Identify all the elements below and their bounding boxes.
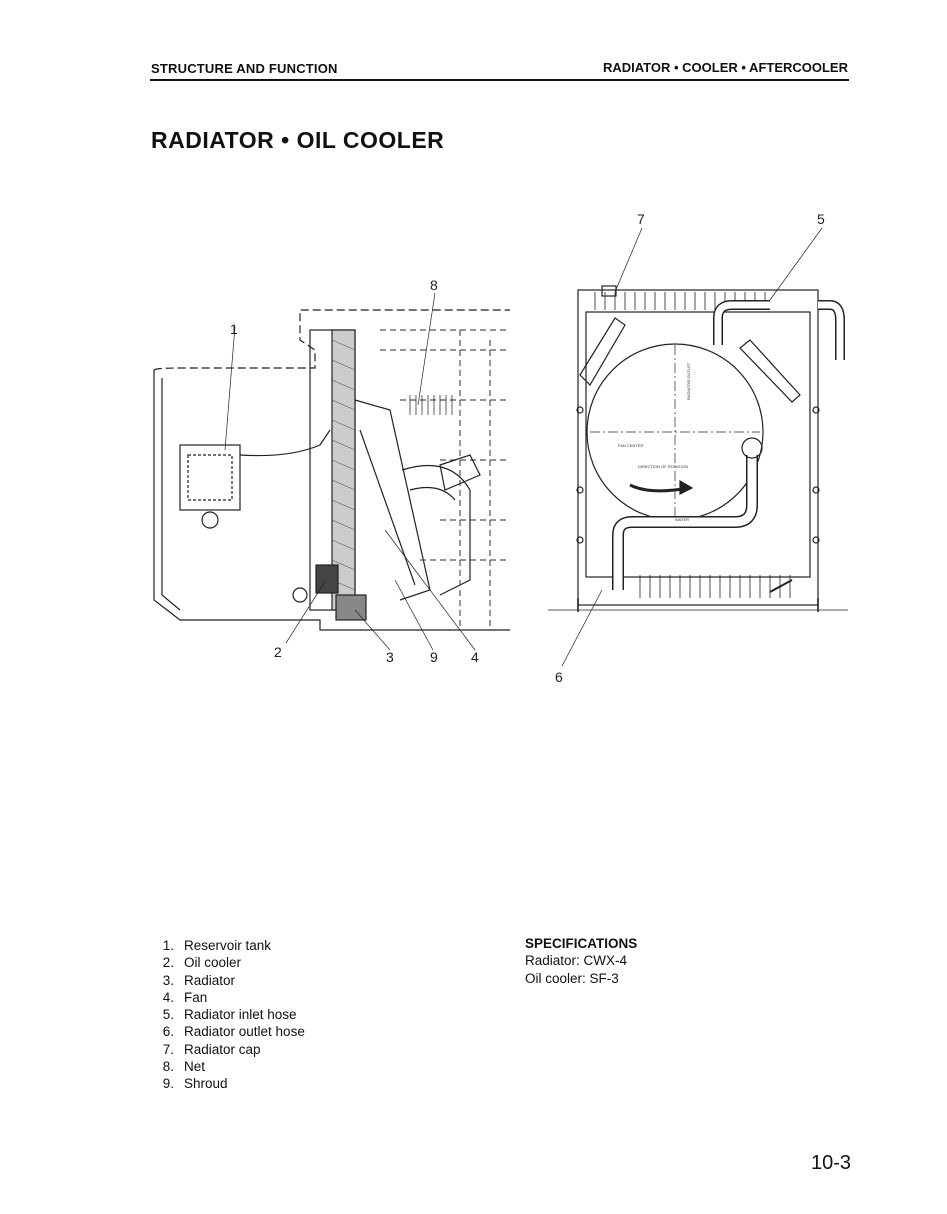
- header-rule: [150, 79, 849, 81]
- callout-9: 9: [430, 649, 438, 665]
- legend-item: 2.Oil cooler: [162, 955, 242, 971]
- front-view: [548, 285, 848, 612]
- rotation-label: DIRECTION OF ROTATION: [638, 464, 688, 469]
- legend-item: 6.Radiator outlet hose: [162, 1024, 305, 1040]
- callout-7: 7: [637, 211, 645, 227]
- spec-radiator: Radiator: CWX-4: [525, 953, 628, 969]
- legend-item: 9.Shroud: [162, 1076, 228, 1092]
- radiator-oil-cooler-diagram: FAN CENTER DIRECTION OF ROTATION WATER R…: [153, 211, 848, 685]
- side-view: [153, 309, 510, 631]
- legend-item: 8.Net: [162, 1059, 206, 1075]
- callout-3: 3: [386, 649, 394, 665]
- callout-8: 8: [430, 277, 438, 293]
- header-topic: RADIATOR • COOLER • AFTERCOOLER: [602, 60, 848, 75]
- parts-legend: 1.Reservoir tank 2.Oil cooler 3.Radiator…: [150, 937, 305, 1093]
- water-label: WATER: [675, 517, 689, 522]
- legend-item: 4.Fan: [162, 989, 208, 1005]
- callout-2: 2: [274, 644, 282, 660]
- specifications-title: SPECIFICATIONS: [525, 936, 638, 951]
- legend-item: 3.Radiator: [162, 972, 236, 988]
- callout-6: 6: [555, 669, 563, 685]
- header-section: STRUCTURE AND FUNCTION: [151, 61, 338, 76]
- page-title: RADIATOR • OIL COOLER: [151, 127, 445, 153]
- specifications-block: SPECIFICATIONS Radiator: CWX-4 Oil coole…: [525, 935, 637, 987]
- callout-1: 1: [230, 321, 238, 337]
- legend-item: 1.Reservoir tank: [162, 938, 272, 953]
- callout-4: 4: [471, 649, 479, 665]
- legend-item: 5.Radiator inlet hose: [162, 1007, 297, 1023]
- callout-leaders: [224, 227, 823, 667]
- page-number: 10-3: [810, 1152, 851, 1174]
- radiator-outlet-label: RADIATOR OUTLET: [686, 362, 691, 400]
- legend-item: 7.Radiator cap: [162, 1041, 261, 1057]
- fan-center-label: FAN CENTER: [618, 443, 643, 448]
- spec-oil-cooler: Oil cooler: SF-3: [525, 970, 619, 986]
- callout-5: 5: [817, 211, 825, 227]
